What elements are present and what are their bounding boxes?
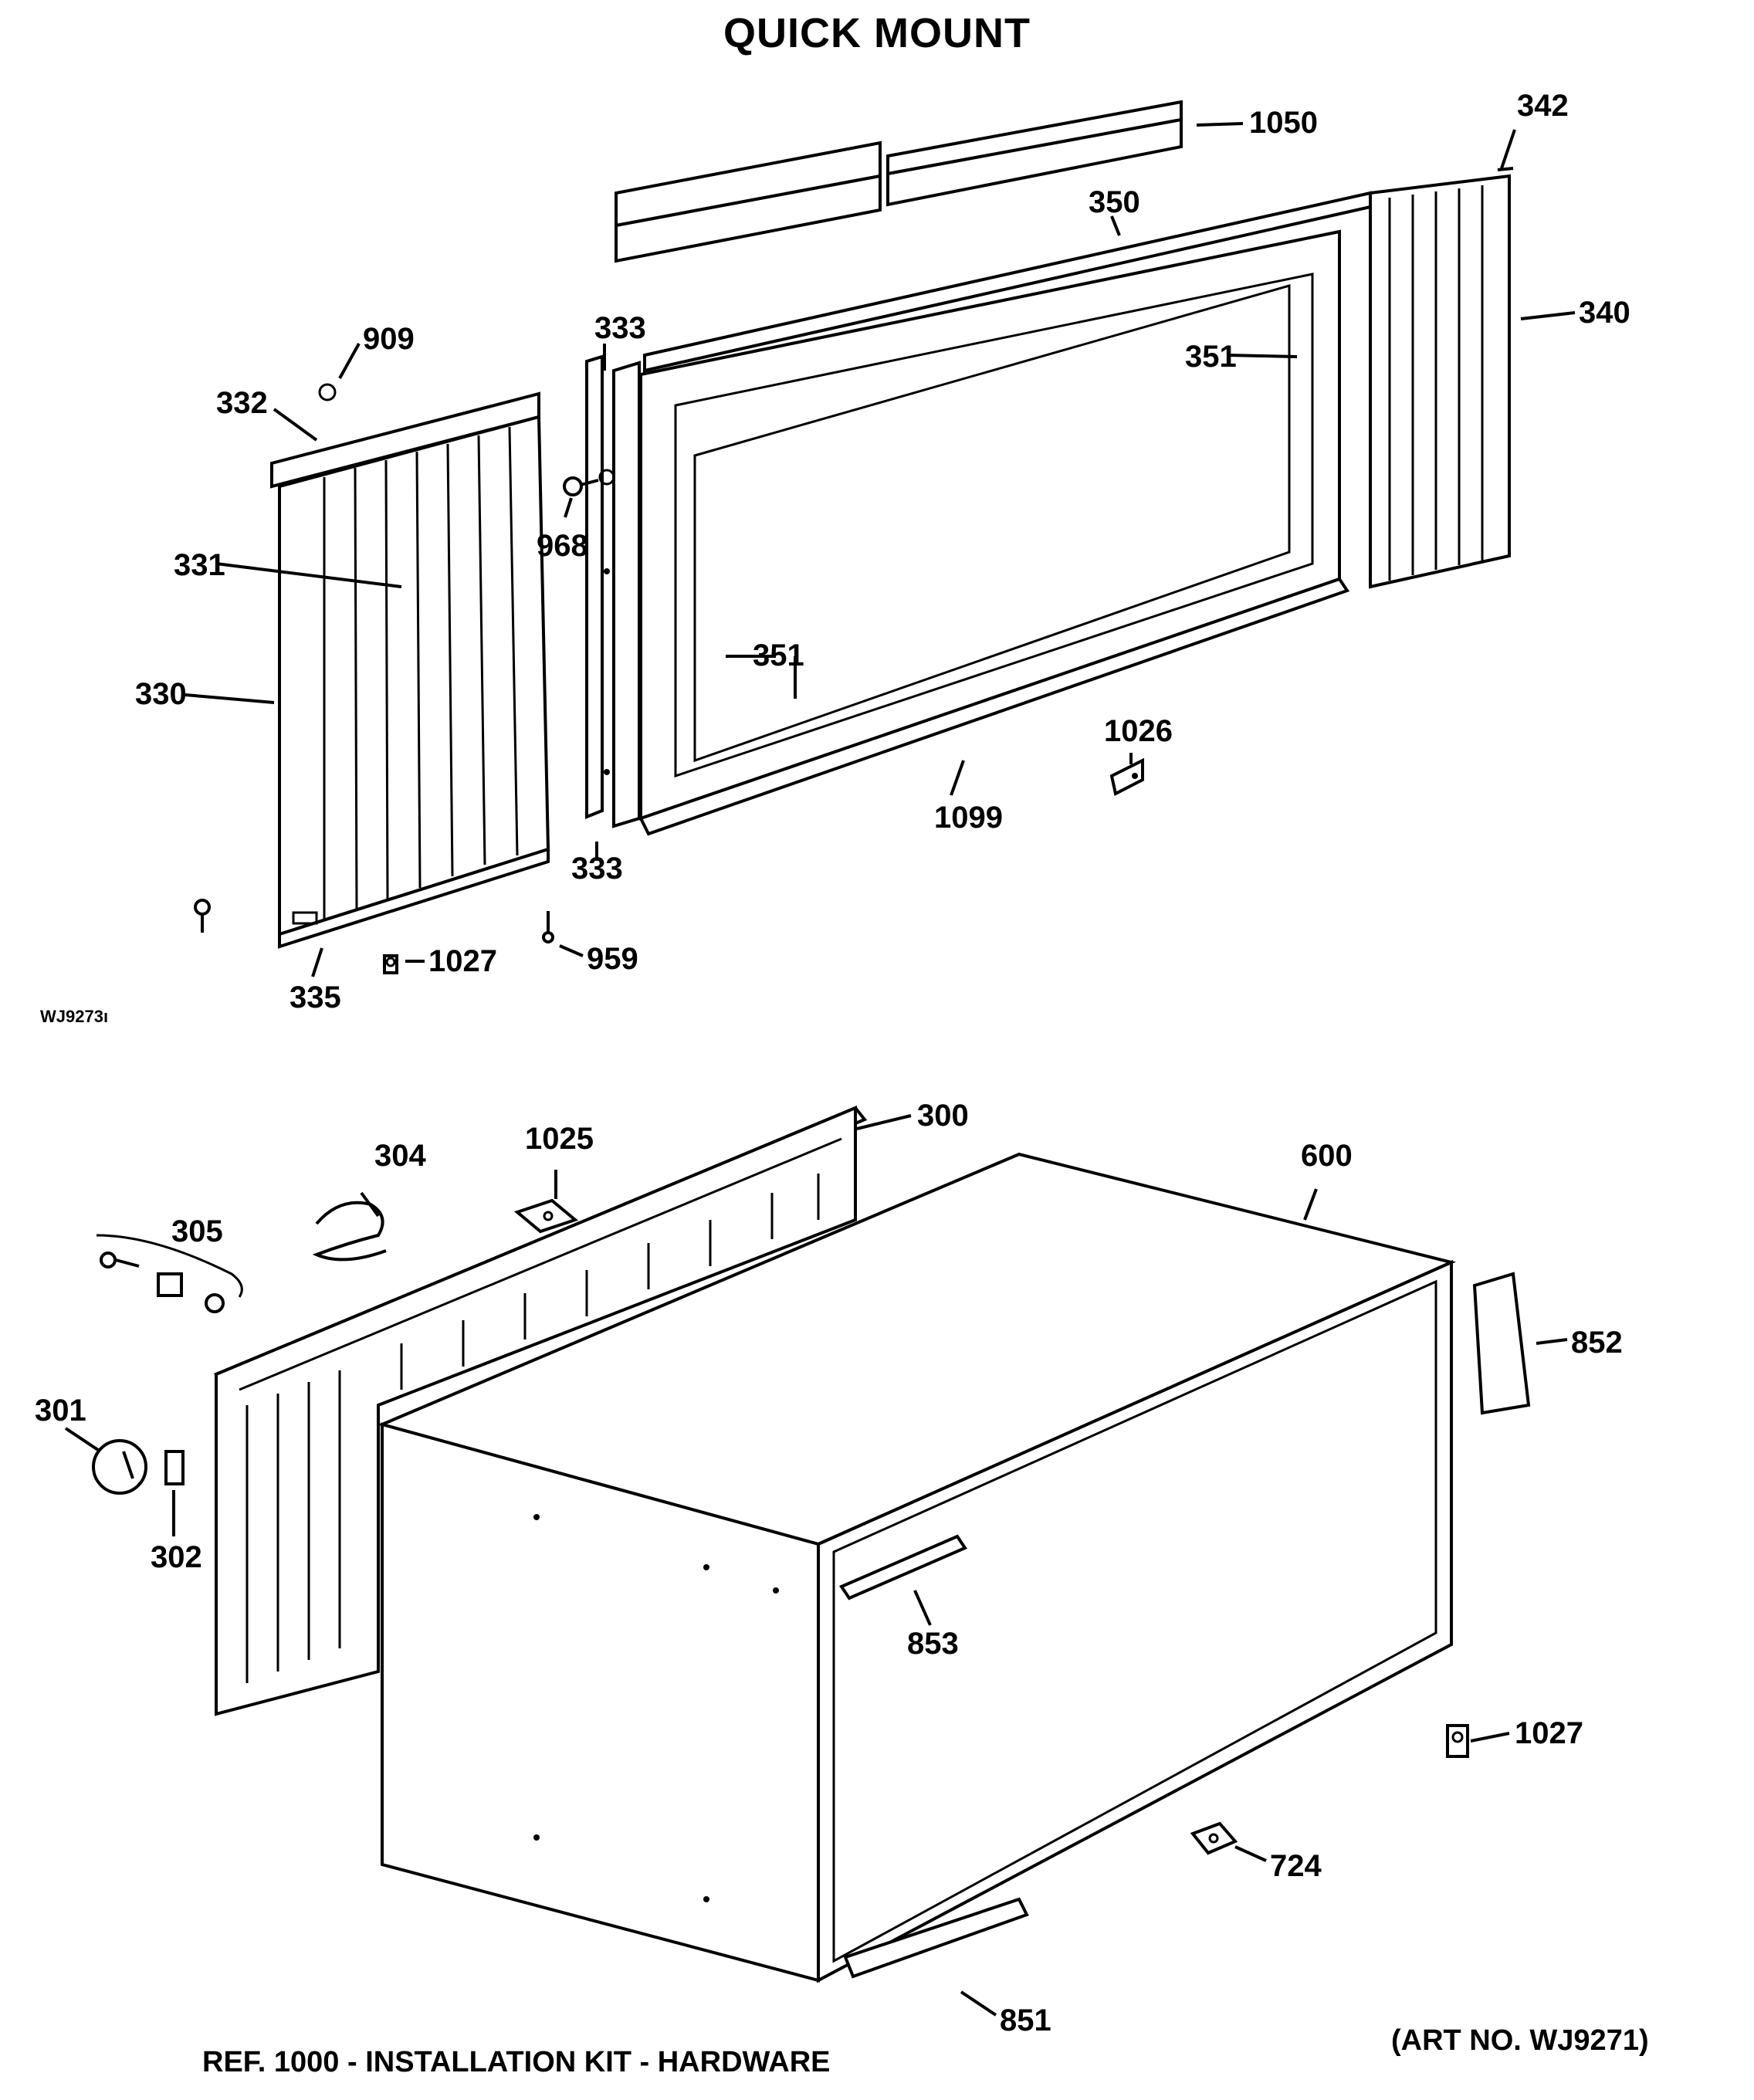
part-600-cabinet [377,1152,1457,1983]
part-852-side-channel [1472,1272,1531,1415]
label-340: 340 [1579,296,1630,330]
label-852: 852 [1571,1326,1623,1360]
part-300-front-grille [213,1106,868,1716]
diagram-title: QUICK MOUNT [723,10,1031,56]
part-968-screw [563,476,599,496]
callout-labels: 1050 342 350 340 909 333 351 332 968 331… [35,89,1630,2037]
label-909: 909 [363,322,415,356]
label-351-left: 351 [753,638,804,672]
label-1026: 1026 [1104,714,1173,748]
part-959-screw [542,911,554,943]
label-968: 968 [537,529,588,563]
part-333-side-strip [585,354,641,828]
part-1025-bracket [513,1198,579,1234]
label-333-bottom: 333 [571,852,623,886]
part-1050-seal-strip [615,100,1183,263]
label-853: 853 [907,1627,959,1661]
part-724-clip [1190,1821,1238,1855]
label-331: 331 [174,548,225,582]
label-1025: 1025 [525,1122,594,1156]
label-330: 330 [135,677,187,711]
part-853-rail [839,1534,967,1600]
part-1027-clip-upper [383,954,398,974]
part-screw-loose [194,899,211,933]
label-304: 304 [374,1139,426,1173]
label-851: 851 [1000,2003,1051,2037]
part-301-knob [92,1439,147,1495]
label-335: 335 [290,981,341,1014]
label-300: 300 [917,1099,969,1133]
part-340-accordion-panel [1369,167,1514,589]
label-305: 305 [171,1214,223,1248]
label-600: 600 [1301,1139,1353,1173]
part-1027-clip-lower [1446,1724,1469,1758]
footer-reference: REF. 1000 - INSTALLATION KIT - HARDWARE [202,2046,831,2078]
part-330-left-accordion-panel [270,391,550,949]
part-302-tab [164,1450,185,1485]
leader-lines [64,122,1576,2017]
label-1050: 1050 [1249,106,1318,140]
part-304-spring-clip [312,1201,387,1262]
part-305-hardware-group [96,1234,243,1313]
label-959: 959 [587,942,638,976]
label-724: 724 [1270,1849,1322,1883]
part-1099-window-frame [638,191,1372,836]
part-909-washer [318,383,337,401]
label-1027-lower: 1027 [1515,1716,1583,1750]
label-332: 332 [216,386,268,420]
label-302: 302 [151,1540,202,1574]
drawing-code: WJ9273ı [40,1007,109,1026]
label-1027-upper: 1027 [428,944,497,978]
label-342: 342 [1517,89,1569,123]
label-301: 301 [35,1394,86,1428]
label-351-right: 351 [1185,340,1237,374]
part-1026-clip [1109,757,1144,796]
part-851-bottom-rail [843,1897,1029,1979]
label-350: 350 [1089,185,1140,219]
label-333-top: 333 [594,311,646,345]
label-1099: 1099 [934,801,1003,835]
footer-art-number: (ART NO. WJ9271) [1391,2024,1649,2057]
